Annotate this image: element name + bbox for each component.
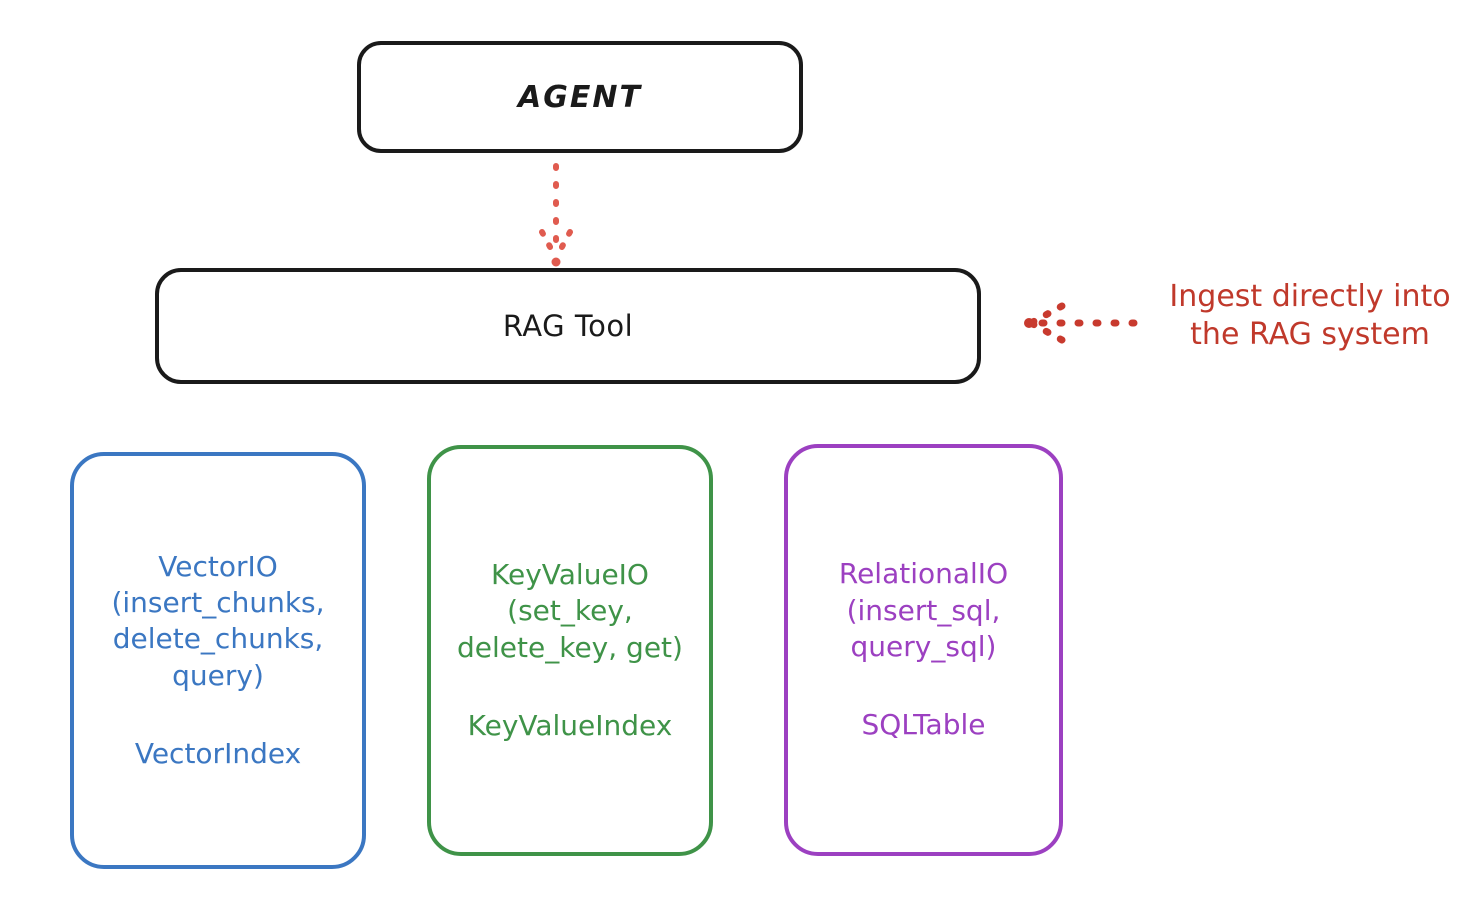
node-key-value-io-api-label: KeyValueIO (set_key, delete_key, get) (457, 557, 683, 664)
node-relational-io-api-label: RelationalIO (insert_sql, query_sql) (838, 557, 1009, 663)
connector-ingest-dotted-arrow-icon (1024, 302, 1138, 344)
node-key-value-io-index-label: KeyValueIndex (467, 708, 673, 742)
node-relational-io[interactable]: RelationalIO (insert_sql, query_sql) SQL… (784, 444, 1063, 856)
annotation-ingest-text: Ingest directly into the RAG system (1169, 279, 1451, 353)
node-vector-io[interactable]: VectorIO (insert_chunks, delete_chunks, … (70, 452, 366, 869)
node-vector-io-api-label: VectorIO (insert_chunks, delete_chunks, … (111, 549, 325, 692)
node-key-value-io[interactable]: KeyValueIO (set_key, delete_key, get) Ke… (427, 445, 713, 856)
node-rag-tool-label: RAG Tool (502, 309, 634, 343)
node-rag-tool[interactable]: RAG Tool (155, 268, 981, 384)
node-relational-io-table-label: SQLTable (861, 708, 986, 742)
node-vector-io-index-label: VectorIndex (134, 737, 302, 771)
node-agent[interactable]: AGENT (357, 41, 803, 153)
node-agent-label: AGENT (518, 79, 642, 115)
connector-agent-to-rag-tool-dotted-arrow-icon (539, 163, 573, 267)
